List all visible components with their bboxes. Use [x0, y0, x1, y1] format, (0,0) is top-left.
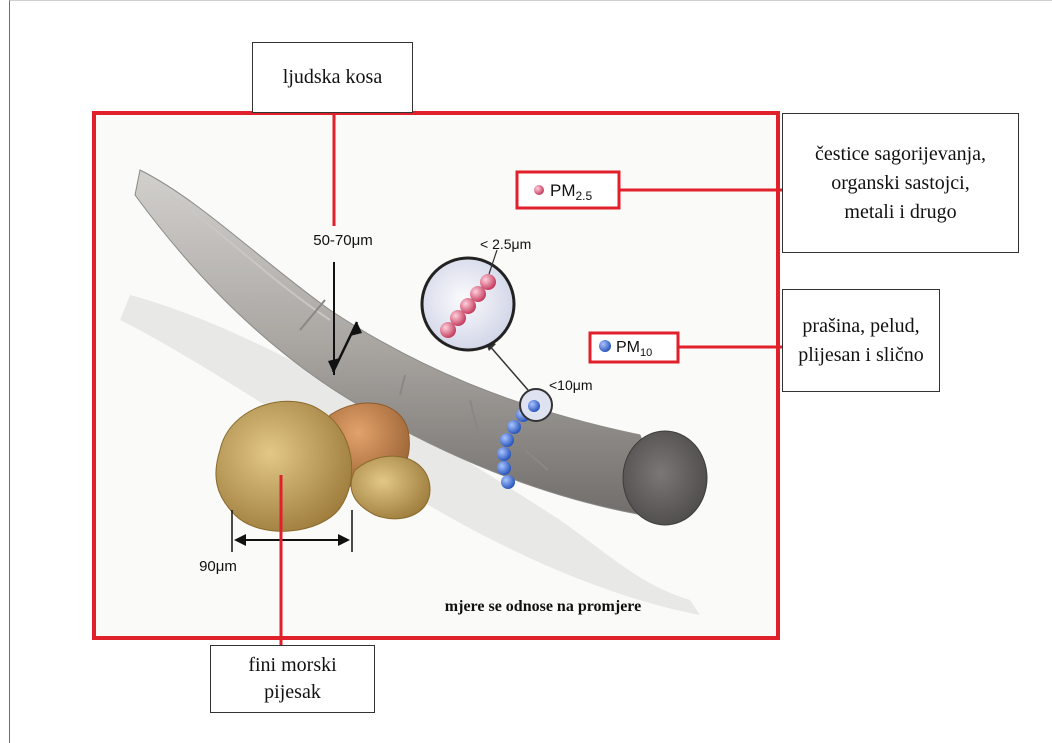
pm25-size-label: < 2.5μm [480, 236, 531, 252]
measurement-note: mjere se odnose na promjere [445, 598, 641, 615]
hair-diameter-label: 50-70μm [313, 232, 373, 249]
dust-line-2: plijesan i slično [798, 341, 924, 370]
dust-line-1: prašina, pelud, [802, 312, 919, 341]
human-hair-label: ljudska kosa [283, 63, 382, 92]
pm10-size-label: <10μm [549, 377, 592, 393]
pm25-tag-main: PM [550, 181, 576, 200]
sand-callout: fini morski pijesak [210, 645, 375, 713]
pm10-tag-sub: 10 [640, 347, 652, 359]
pm10-dot-icon [599, 340, 611, 352]
sand-size-label: 90μm [199, 558, 237, 575]
pm10-tag-main: PM [616, 339, 640, 356]
pm10-particle [528, 400, 540, 412]
dust-callout: prašina, pelud, plijesan i slično [782, 289, 940, 392]
pm25-magnifier [422, 258, 514, 350]
sand-grains-illustration [216, 401, 430, 531]
pm25-dot-icon [534, 185, 544, 195]
combustion-line-1: čestice sagorijevanja, [815, 140, 986, 169]
sand-line-2: pijesak [264, 679, 321, 706]
pm25-tag-sub: 2.5 [576, 189, 593, 203]
combustion-line-2: organski sastojci, [831, 169, 970, 198]
sand-line-1: fini morski [248, 652, 336, 679]
combustion-callout: čestice sagorijevanja, organski sastojci… [782, 113, 1019, 253]
human-hair-callout: ljudska kosa [252, 42, 413, 113]
combustion-line-3: metali i drugo [844, 198, 956, 227]
